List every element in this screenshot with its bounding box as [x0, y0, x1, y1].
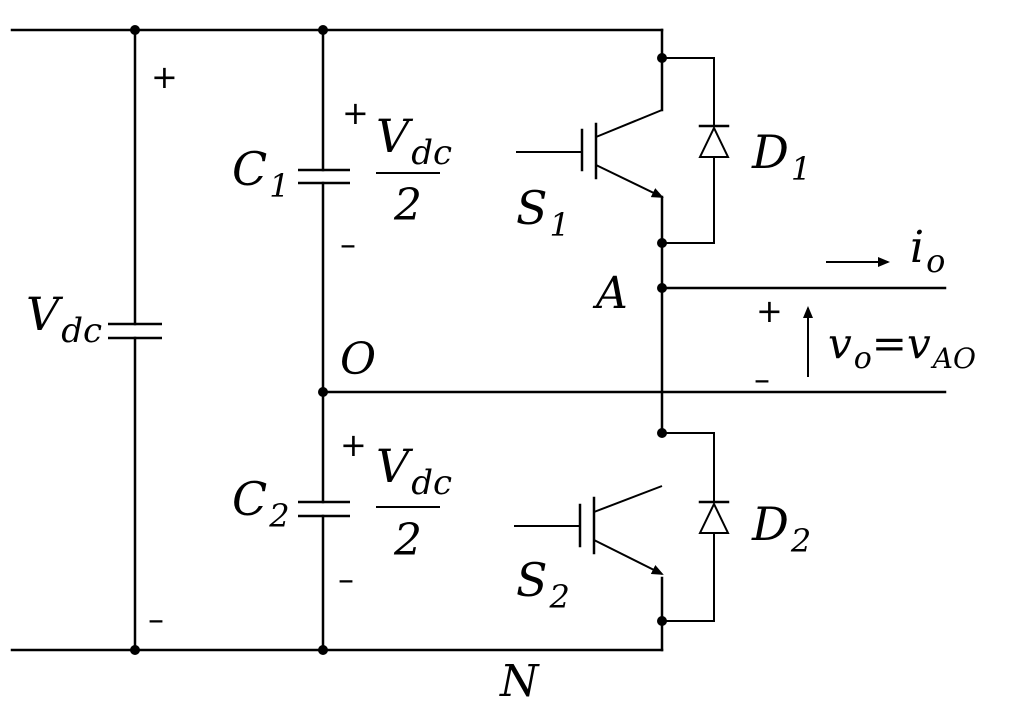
dc-source-branch	[108, 28, 162, 652]
node-n-label: N	[499, 656, 540, 704]
igbt-s1	[516, 109, 664, 198]
c1-label: C1	[232, 142, 290, 205]
junction-node	[657, 283, 667, 293]
junction-node	[657, 616, 667, 626]
source-minus-sign: –	[148, 600, 164, 638]
junction-node	[130, 645, 140, 655]
diode-d2	[662, 432, 730, 622]
junction-node	[318, 25, 328, 35]
junction-node	[318, 387, 328, 397]
output-minus-sign: –	[754, 360, 770, 398]
junction-node	[657, 238, 667, 248]
c2-plus-sign: +	[340, 426, 367, 464]
capacitor-c2	[298, 390, 350, 652]
s2-label: S2	[516, 553, 570, 616]
junction-nodes	[130, 25, 667, 655]
d1-label: D1	[751, 125, 811, 188]
diode-d1	[662, 57, 730, 244]
c1-minus-sign: –	[340, 225, 356, 263]
output-current-label: io	[910, 222, 945, 280]
d2-label: D2	[751, 497, 811, 560]
s1-label: S1	[516, 181, 570, 244]
c2-voltage-denominator: 2	[393, 515, 422, 566]
c1-voltage-numerator: Vdc	[376, 109, 452, 173]
c2-voltage-numerator: Vdc	[376, 439, 452, 503]
output-voltage-label: vo=vAO	[828, 319, 976, 376]
output-plus-sign: +	[756, 292, 783, 330]
igbt-s2	[514, 485, 664, 575]
junction-node	[318, 645, 328, 655]
c1-plus-sign: +	[342, 94, 369, 132]
capacitor-c1	[298, 28, 350, 394]
c2-label: C2	[232, 472, 290, 535]
c1-voltage-denominator: 2	[393, 180, 422, 231]
c2-minus-sign: –	[338, 560, 354, 598]
node-a-label: A	[592, 268, 628, 319]
junction-node	[657, 53, 667, 63]
junction-node	[657, 428, 667, 438]
vdc-source-label: Vdc	[26, 287, 102, 351]
node-o-label: O	[340, 334, 376, 385]
source-plus-sign: +	[151, 58, 178, 96]
junction-node	[130, 25, 140, 35]
